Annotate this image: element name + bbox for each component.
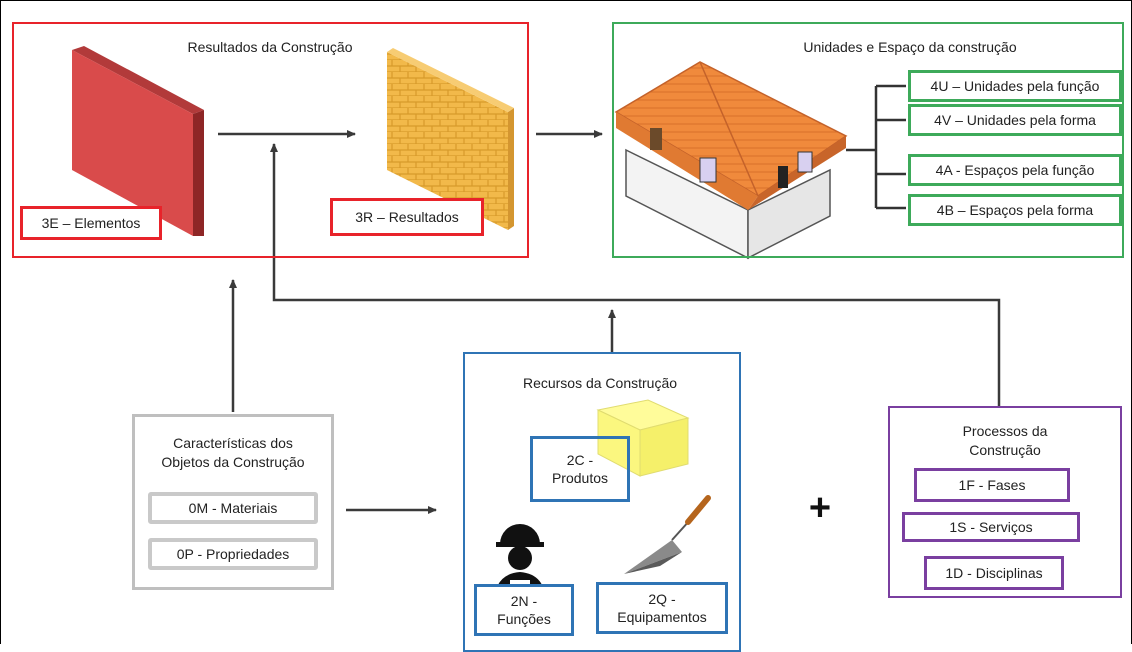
red-wall-panel-icon [72,46,204,236]
resources-functions[interactable]: 2N - Funções [474,584,574,636]
results-title: Resultados da Construção [187,39,353,55]
plus-sign: + [808,487,832,529]
results-label[interactable]: 3R – Resultados [330,198,484,236]
processes-group [888,406,1122,598]
connectors [218,130,1001,514]
processes-item-services[interactable]: 1S - Serviços [902,512,1080,542]
characteristics-item-properties[interactable]: 0P - Propriedades [148,538,318,570]
characteristics-group [132,414,334,590]
resources-products[interactable]: 2C - Produtos [530,436,630,502]
house-icon [614,61,848,260]
characteristics-title-line1: Características dos [173,435,293,451]
trowel-icon [624,495,711,574]
units-bracket [846,84,906,210]
brick-wall-icon [387,48,514,230]
units-title: Unidades e Espaço da construção [803,39,1017,55]
resources-equipment-code: 2Q - [648,591,676,607]
results-group [12,22,529,258]
characteristics-title-line2: Objetos da Construção [161,454,305,470]
processes-item-disciplines[interactable]: 1D - Disciplinas [924,556,1064,590]
resources-products-name: Produtos [551,470,609,486]
units-item-4u[interactable]: 4U – Unidades pela função [908,70,1122,102]
units-item-4a[interactable]: 4A - Espaços pela função [908,154,1122,186]
processes-title-line2: Construção [969,442,1041,458]
elements-label[interactable]: 3E – Elementos [20,206,162,240]
resources-functions-name: Funções [497,611,551,627]
units-item-4b[interactable]: 4B – Espaços pela forma [908,194,1122,226]
units-item-4v[interactable]: 4V – Unidades pela forma [908,104,1122,136]
processes-item-phases[interactable]: 1F - Fases [914,468,1070,502]
characteristics-item-materials[interactable]: 0M - Materiais [148,492,318,524]
resources-products-code: 2C - [566,452,594,468]
resources-functions-code: 2N - [510,593,538,609]
resources-equipment-name: Equipamentos [617,609,707,625]
resources-title: Recursos da Construção [522,375,678,391]
units-group [612,22,1124,258]
resources-equipment[interactable]: 2Q - Equipamentos [596,582,728,634]
arrow-processes-to-results [270,143,1001,406]
processes-title-line1: Processos da [962,423,1048,439]
